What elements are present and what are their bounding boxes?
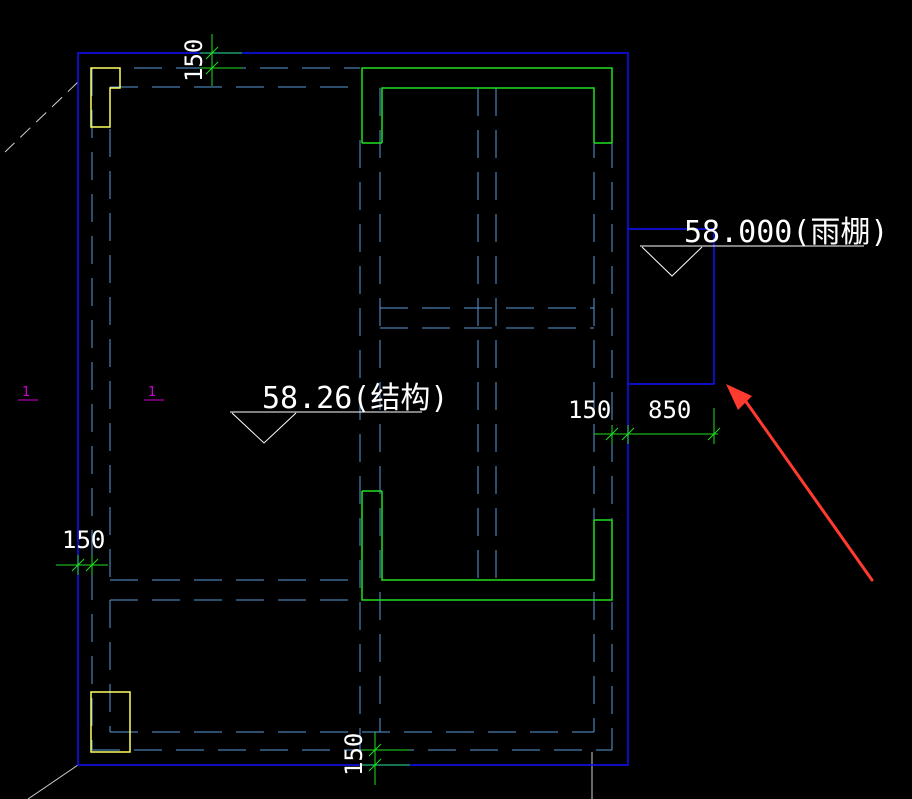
elevation-triangle-icon-canopy: [640, 245, 864, 277]
axis-label-left-outer: 1: [22, 385, 30, 400]
axis-label-left-inner: 1: [148, 385, 156, 400]
dim-top-left-label: 150: [180, 39, 208, 82]
dim-top-left: [200, 34, 242, 86]
wall-top-outer: [361, 67, 613, 143]
diagonal-top-left: [4, 81, 79, 153]
red-arrow-icon: [726, 384, 874, 582]
elevation-canopy-label: 58.000(雨棚): [684, 215, 889, 250]
wall-bottom-inner: [381, 491, 595, 581]
dim-canopy-gap-label: 150: [568, 396, 611, 424]
dim-bottom-middle-label: 150: [340, 733, 368, 776]
column-bottom-left: [90, 691, 131, 753]
diagonal-bottom-left: [27, 764, 79, 799]
dim-left-middle-label: 150: [62, 526, 105, 554]
slab-outline: [77, 52, 629, 766]
dim-left-middle: [56, 555, 108, 575]
dim-canopy-width-label: 850: [648, 396, 691, 424]
core-walls: [361, 67, 613, 601]
dim-canopy: [594, 408, 721, 444]
wall-bottom-outer: [361, 491, 613, 601]
column-top-left: [90, 67, 121, 128]
wall-top-inner: [381, 87, 595, 143]
dim-bottom-middle: [362, 732, 410, 785]
elevation-triangle-icon: [230, 411, 422, 444]
canopy-outline: [628, 228, 715, 385]
elevation-structure-label: 58.26(结构): [262, 381, 448, 416]
